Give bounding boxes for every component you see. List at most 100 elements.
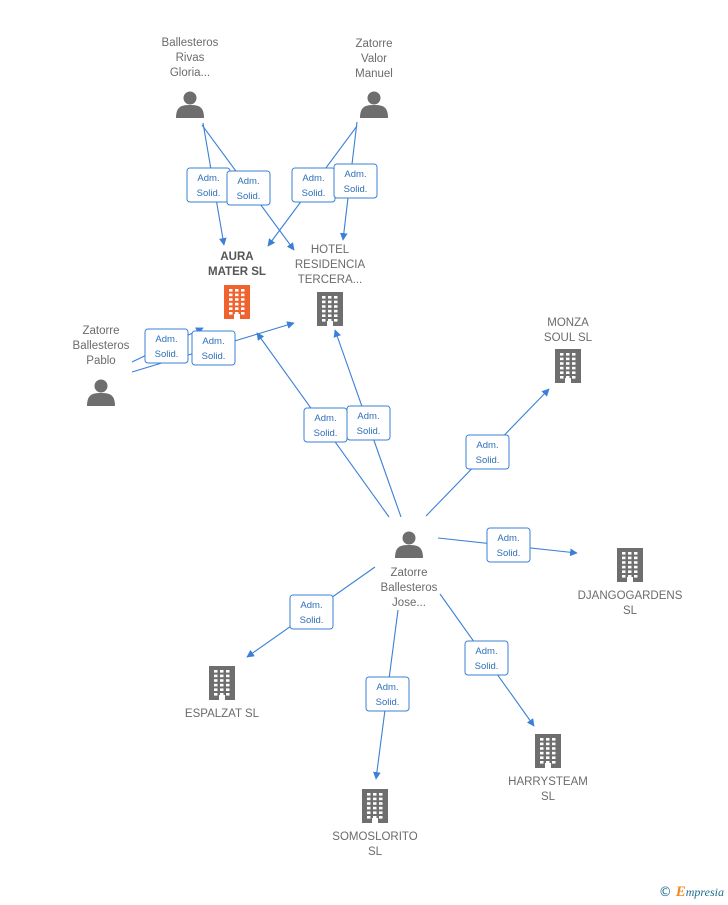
edge-label-line: Solid. — [202, 351, 226, 362]
edge-label-line: Adm. — [376, 682, 398, 693]
node-label: SL — [368, 846, 383, 858]
edge-label-box — [226, 170, 271, 206]
edge-label-jose-hotel[interactable]: Adm. Solid. — [346, 405, 391, 441]
edge-label-box — [486, 527, 531, 563]
node-label: SL — [623, 605, 638, 617]
edge-label-line: Solid. — [475, 661, 499, 672]
node-label: HARRYSTEAM — [508, 776, 588, 788]
copyright-icon: © — [658, 885, 672, 900]
edge-label-jose-aura[interactable]: Adm. Solid. — [303, 407, 348, 443]
node-label: SOUL SL — [544, 332, 593, 344]
node-label: Jose... — [392, 597, 426, 609]
edge-label-line: Adm. — [302, 173, 324, 184]
edge-label-line: Solid. — [300, 615, 324, 626]
edge-label-jose-django[interactable]: Adm. Solid. — [486, 527, 531, 563]
edge-label-pablo-hotel[interactable]: Adm. Solid. — [191, 330, 236, 366]
person-icon — [176, 91, 204, 118]
node-label: TERCERA... — [298, 274, 363, 286]
edge-label-box — [465, 434, 510, 470]
edge-label-line: Adm. — [344, 169, 366, 180]
person-icon — [87, 379, 115, 406]
node-label: Pablo — [86, 355, 115, 367]
node-label: Ballesteros — [381, 582, 438, 594]
edge-label-box — [191, 330, 236, 366]
edge-label-gloria-aura[interactable]: Adm. Solid. — [186, 167, 231, 203]
node-label: MATER SL — [208, 266, 266, 278]
edge-label-line: Solid. — [237, 191, 261, 202]
node-label: AURA — [220, 251, 253, 263]
node-label: Rivas — [176, 52, 205, 64]
node-gloria[interactable]: BallesterosRivasGloria... — [162, 37, 219, 118]
node-label: MONZA — [547, 317, 589, 329]
edge-label-line: Solid. — [302, 188, 326, 199]
node-label: RESIDENCIA — [295, 259, 366, 271]
edge-label-line: Solid. — [344, 184, 368, 195]
edge-label-line: Adm. — [314, 413, 336, 424]
brand-logo: Empresia — [676, 884, 724, 901]
edge-label-valor-aura[interactable]: Adm. Solid. — [291, 167, 336, 203]
building-icon — [209, 666, 235, 700]
edge-label-line: Adm. — [300, 600, 322, 611]
node-aura[interactable]: AURA MATER SL — [208, 251, 266, 319]
node-label: Ballesteros — [73, 340, 130, 352]
node-label: Ballesteros — [162, 37, 219, 49]
edge-label-line: Solid. — [497, 548, 521, 559]
edge-label-box — [144, 328, 189, 364]
edge-label-jose-monza[interactable]: Adm. Solid. — [465, 434, 510, 470]
edge-labels-layer: Adm. Solid. Adm. Solid. Adm. Solid. Adm. Solid.… — [144, 163, 531, 712]
building-icon — [555, 349, 581, 383]
edge-label-line: Solid. — [197, 188, 221, 199]
edge-label-box — [333, 163, 378, 199]
edge-label-box — [365, 676, 410, 712]
edge-label-line: Solid. — [357, 426, 381, 437]
edge-label-jose-harrysteam[interactable]: Adm. Solid. — [464, 640, 509, 676]
edge-label-line: Adm. — [155, 334, 177, 345]
edge-label-jose-espalzat[interactable]: Adm. Solid. — [289, 594, 334, 630]
node-django[interactable]: DJANGOGARDENS SL — [578, 548, 683, 617]
edge-label-box — [346, 405, 391, 441]
edge-label-line: Adm. — [475, 646, 497, 657]
building-icon — [535, 734, 561, 768]
edge-label-line: Adm. — [202, 336, 224, 347]
person-icon — [360, 91, 388, 118]
edge-label-line: Solid. — [376, 697, 400, 708]
edge-label-box — [464, 640, 509, 676]
nodes-layer: BallesterosRivasGloria...ZatorreValorMan… — [73, 37, 683, 858]
node-label: SL — [541, 791, 556, 803]
footer-brand[interactable]: © Empresia — [659, 884, 724, 901]
node-monza[interactable]: MONZA SOUL SL — [544, 317, 593, 383]
edge-label-line: Solid. — [314, 428, 338, 439]
node-label: Valor — [361, 53, 387, 65]
node-jose[interactable]: ZatorreBallesterosJose... — [381, 531, 438, 610]
edge-label-line: Adm. — [476, 440, 498, 451]
edge-label-pablo-aura[interactable]: Adm. Solid. — [144, 328, 189, 364]
edges-layer — [131, 121, 578, 780]
person-icon — [395, 531, 423, 558]
node-espalzat[interactable]: ESPALZAT SL — [185, 666, 260, 720]
node-label: Manuel — [355, 68, 393, 80]
node-somoslorito[interactable]: SOMOSLORITO SL — [332, 789, 418, 858]
node-hotel[interactable]: HOTEL RESIDENCIA TERCERA... — [295, 244, 366, 326]
edge-label-jose-somoslorito[interactable]: Adm. Solid. — [365, 676, 410, 712]
node-label: DJANGOGARDENS — [578, 590, 683, 602]
brand-name: mpresia — [685, 885, 724, 899]
building-icon — [224, 285, 250, 319]
edge-label-line: Solid. — [155, 349, 179, 360]
node-label: HOTEL — [311, 244, 350, 256]
edge-label-line: Adm. — [357, 411, 379, 422]
building-icon — [317, 292, 343, 326]
node-label: Gloria... — [170, 67, 210, 79]
edge-label-line: Adm. — [497, 533, 519, 544]
edge-label-valor-hotel[interactable]: Adm. Solid. — [333, 163, 378, 199]
node-label: SOMOSLORITO — [332, 831, 417, 843]
edge-label-line: Adm. — [197, 173, 219, 184]
node-harrysteam[interactable]: HARRYSTEAM SL — [508, 734, 588, 803]
edge-label-line: Adm. — [237, 176, 259, 187]
edge-label-gloria-hotel[interactable]: Adm. Solid. — [226, 170, 271, 206]
edge-label-line: Solid. — [476, 455, 500, 466]
building-icon — [617, 548, 643, 582]
node-label: Zatorre — [390, 567, 427, 579]
